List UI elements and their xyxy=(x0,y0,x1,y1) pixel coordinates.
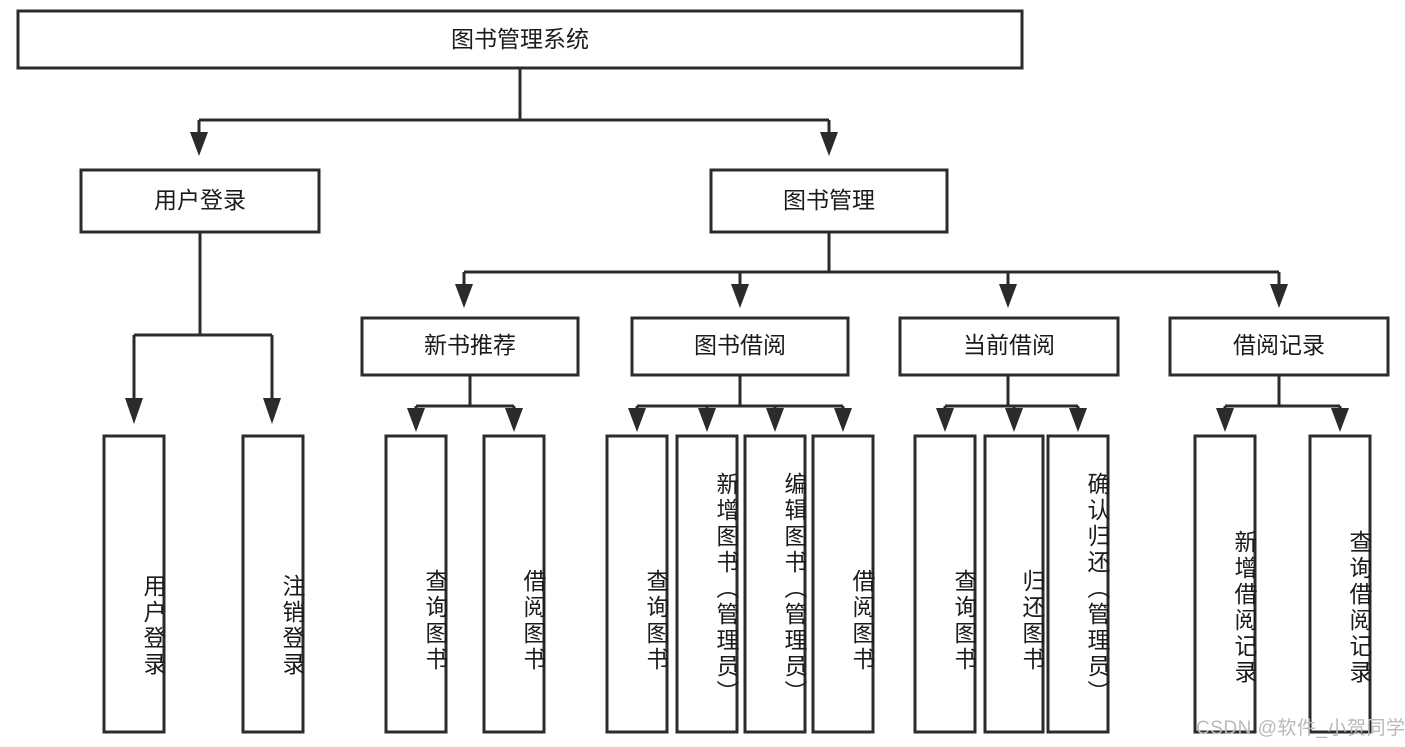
arrowhead-leaf-borrow-book-recommend xyxy=(505,408,523,432)
arrowhead-leaf-borrow-book xyxy=(834,408,852,432)
leaf-box-query-borrow-record[interactable] xyxy=(1308,434,1372,734)
node-borrow-record-label: 借阅记录 xyxy=(1233,332,1325,358)
node-book-borrow-box[interactable] xyxy=(630,316,850,377)
leaf-box-add-borrow-record[interactable] xyxy=(1193,434,1257,734)
leaf-box-confirm-return-admin[interactable] xyxy=(1046,434,1110,734)
arrowhead-book-borrow xyxy=(731,284,749,308)
arrowhead-user-login xyxy=(190,132,208,156)
connector-group-borrow-record-to-leaves xyxy=(1216,375,1349,432)
connector-group-root-to-level2 xyxy=(190,68,838,156)
arrowhead-leaf-query-book-borrow xyxy=(628,408,646,432)
node-book-manage-label: 图书管理 xyxy=(783,187,875,213)
leaf-box-user-login[interactable] xyxy=(102,434,166,734)
arrowhead-leaf-return-book xyxy=(1005,408,1023,432)
arrowhead-leaf-query-book-recommend xyxy=(407,408,425,432)
arrowhead-leaf-edit-book-admin xyxy=(766,408,784,432)
node-root-label: 图书管理系统 xyxy=(451,26,589,52)
node-current-borrow-label: 当前借阅 xyxy=(963,332,1055,358)
node-root[interactable]: 图书管理系统 xyxy=(16,9,1024,70)
node-new-book-recommend-label: 新书推荐 xyxy=(424,332,516,358)
arrowhead-leaf-query-book-current xyxy=(936,408,954,432)
leaf-box-query-book-recommend[interactable] xyxy=(384,434,448,734)
arrowhead-leaf-logout xyxy=(263,398,281,424)
node-new-book-recommend-box[interactable] xyxy=(360,316,580,377)
node-borrow-record[interactable]: 借阅记录 xyxy=(1168,316,1390,377)
connector-group-new-book-recommend-to-leaves xyxy=(407,375,523,432)
leaf-box-query-book-current[interactable] xyxy=(913,434,977,734)
leaf-box-query-book-borrow[interactable] xyxy=(605,434,669,734)
arrowhead-leaf-user-login xyxy=(125,398,143,424)
arrowhead-leaf-add-borrow-record xyxy=(1216,408,1234,432)
connector-group-user-login-to-leaves xyxy=(125,232,281,424)
node-current-borrow[interactable]: 当前借阅 xyxy=(898,316,1120,377)
node-new-book-recommend[interactable]: 新书推荐 xyxy=(360,316,580,377)
node-book-manage-box[interactable] xyxy=(709,168,949,234)
csdn-watermark: CSDN @软件_小贺同学 xyxy=(1196,718,1405,739)
node-book-borrow[interactable]: 图书借阅 xyxy=(630,316,850,377)
node-user-login-label: 用户登录 xyxy=(154,187,246,213)
node-current-borrow-box[interactable] xyxy=(898,316,1120,377)
node-user-login-box[interactable] xyxy=(79,168,321,234)
arrowhead-leaf-confirm-return-admin xyxy=(1069,408,1087,432)
node-book-borrow-label: 图书借阅 xyxy=(694,332,786,358)
leaf-box-add-book-admin[interactable] xyxy=(675,434,739,734)
leaf-box-borrow-book-recommend[interactable] xyxy=(482,434,546,734)
arrowhead-leaf-add-book-admin xyxy=(698,408,716,432)
arrowhead-borrow-record xyxy=(1270,284,1288,308)
leaf-box-edit-book-admin[interactable] xyxy=(743,434,807,734)
arrowhead-book-manage xyxy=(820,132,838,156)
arrowhead-leaf-query-borrow-record xyxy=(1331,408,1349,432)
node-root-box[interactable] xyxy=(16,9,1024,70)
node-user-login[interactable]: 用户登录 xyxy=(79,168,321,234)
connector-group-book-manage-to-level3 xyxy=(455,232,1288,308)
node-book-manage[interactable]: 图书管理 xyxy=(709,168,949,234)
connector-group-current-borrow-to-leaves xyxy=(936,375,1087,432)
arrowhead-current-borrow xyxy=(999,284,1017,308)
node-borrow-record-box[interactable] xyxy=(1168,316,1390,377)
connector-group-book-borrow-to-leaves xyxy=(628,375,852,432)
leaf-box-borrow-book[interactable] xyxy=(811,434,875,734)
leaf-box-logout[interactable] xyxy=(241,434,305,734)
leaf-box-return-book[interactable] xyxy=(983,434,1045,734)
arrowhead-new-book-recommend xyxy=(455,284,473,308)
